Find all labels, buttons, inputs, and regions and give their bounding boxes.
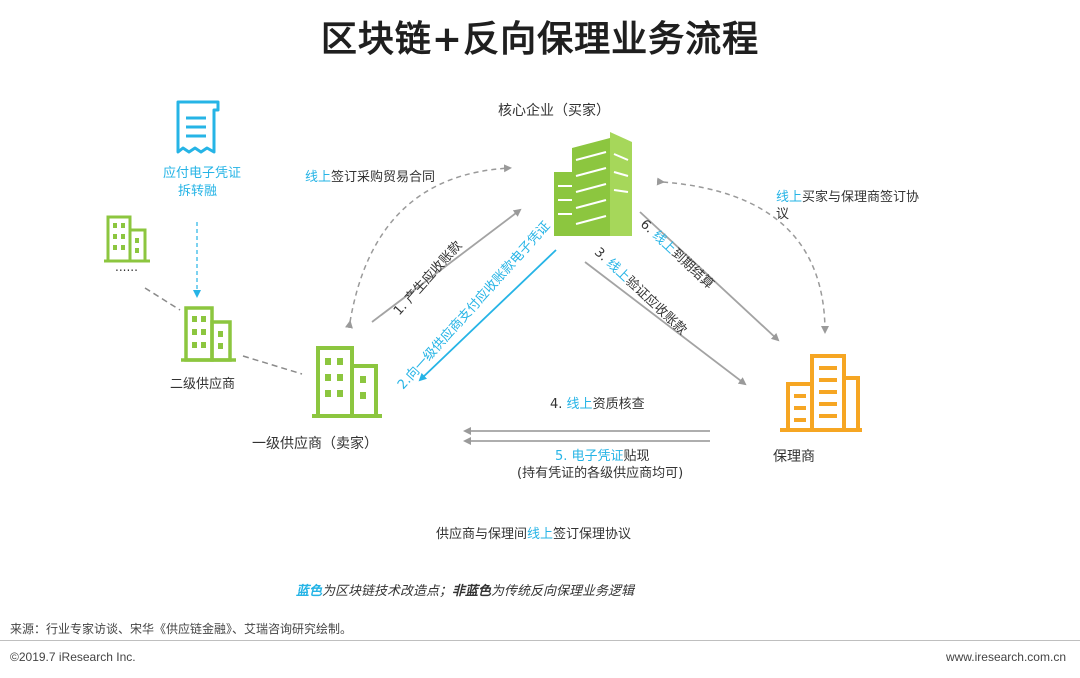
step4-label: 4. 线上资质核查 — [550, 393, 645, 412]
contract-arc — [345, 164, 512, 329]
factor-building-icon — [780, 354, 862, 432]
buyer-factor-label-line1: 线上买家与保理商签订协 — [776, 186, 919, 205]
tier2-to-tier1-link — [242, 355, 303, 375]
contract-online: 线上 — [305, 170, 332, 185]
step5-label: 5. 电子凭证贴现 — [555, 445, 650, 464]
step3-arrow — [584, 261, 747, 386]
copyright: ©2019.7 iResearch Inc. — [10, 650, 136, 664]
contract-label: 线上签订采购贸易合同 — [305, 166, 435, 185]
page-title: 区块链+反向保理业务流程 — [320, 19, 760, 60]
factor-label: 保理商 — [773, 449, 815, 465]
step4-text: 资质核查 — [592, 397, 645, 412]
step2-arrow — [418, 249, 557, 382]
voucher-scroll-icon — [176, 100, 220, 154]
tier2-building-icon — [181, 306, 236, 362]
step4-number: 4. — [550, 397, 567, 412]
ellipsis-to-tier2-link — [144, 287, 181, 311]
buyer-factor-label-line2: 议 — [776, 207, 790, 222]
legend-nonblue-term: 非蓝色 — [452, 584, 492, 599]
voucher-label-line1: 应付电子凭证 — [163, 166, 242, 181]
legend-nonblue-desc: 为传统反向保理业务逻辑 — [491, 584, 635, 599]
core-enterprise-building-icon — [554, 132, 632, 236]
legend-note: 蓝色为区块链技术改造点；非蓝色为传统反向保理业务逻辑 — [296, 580, 634, 599]
step4-online: 线上 — [566, 397, 593, 412]
core-enterprise-label: 核心企业（买家） — [498, 103, 610, 119]
tier1-building-icon — [312, 346, 382, 418]
step1-arrow — [371, 208, 522, 323]
contract-text: 签订采购贸易合同 — [331, 170, 436, 185]
step5-text: 贴现 — [623, 449, 650, 464]
factoring-agreement-label: 供应商与保理间线上签订保理协议 — [436, 523, 631, 542]
buyer-factor-online: 线上 — [776, 190, 803, 205]
buyer-factor-arc — [656, 177, 829, 334]
step5-voucher: 5. 电子凭证 — [555, 449, 624, 464]
agreement-pre: 供应商与保理间 — [436, 527, 528, 542]
legend-blue-desc: 为区块链技术改造点； — [322, 584, 453, 599]
footer-divider — [0, 640, 1080, 641]
step6-arrow — [639, 211, 780, 342]
tier2-supplier-label: 二级供应商 — [170, 377, 236, 392]
ellipsis-label: ...... — [115, 260, 138, 274]
tier1-supplier-label: 一级供应商（卖家） — [252, 436, 378, 452]
buyer-factor-text: 买家与保理商签订协 — [802, 190, 920, 205]
website-link[interactable]: www.iresearch.com.cn — [945, 650, 1066, 664]
legend-blue-term: 蓝色 — [296, 584, 323, 599]
step5-sublabel: (持有凭证的各级供应商均可) — [517, 466, 684, 481]
agreement-post: 签订保理协议 — [553, 527, 632, 542]
source-note: 来源：行业专家访谈、宋华《供应链金融》、艾瑞咨询研究绘制。 — [10, 622, 353, 636]
agreement-online: 线上 — [527, 527, 554, 542]
ellipsis-building-icon — [104, 215, 150, 263]
voucher-label-line2: 拆转融 — [178, 184, 218, 199]
